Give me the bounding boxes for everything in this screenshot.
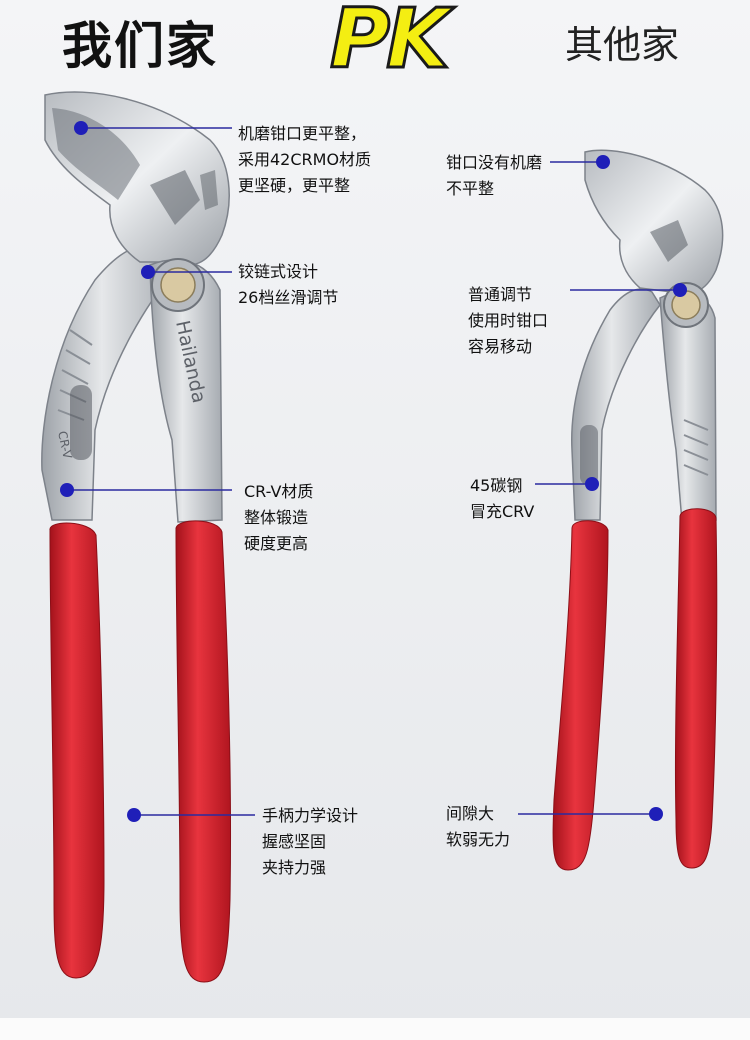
left-pliers-pivot-cap: [160, 267, 196, 303]
callout-line: 握感坚固: [262, 832, 327, 851]
left-pliers: Hailanda CR-V: [41, 91, 232, 983]
callout-right-handle: 间隙大 软弱无力: [446, 801, 510, 853]
left-pliers-jaw-face: [52, 108, 140, 200]
left-pliers-steel-engraving: CR-V: [55, 430, 75, 461]
title-our-brand: 我们家: [62, 17, 218, 75]
callout-right-adjust: 普通调节 使用时钳口 容易移动: [468, 282, 548, 360]
callout-right-jaw: 钳口没有机磨 不平整: [446, 150, 542, 202]
callout-line: 普通调节: [468, 285, 533, 304]
title-pk: PK: [329, 0, 452, 89]
right-pliers-window: [650, 220, 688, 262]
right-pliers-right-handle: [674, 508, 718, 869]
callout-dot-left-4: [127, 808, 141, 822]
right-pliers-grip-ridges: [683, 419, 709, 476]
callout-line: 采用42CRMO材质: [238, 150, 372, 169]
left-pliers-left-handle: [49, 522, 105, 979]
callout-line: CR-V材质: [244, 482, 314, 501]
right-pliers-left-handle: [552, 520, 609, 871]
callout-line: 软弱无力: [446, 830, 511, 849]
callout-left-handle: 手柄力学设计 握感坚固 夹持力强: [262, 803, 358, 881]
callout-dot-right-3: [585, 477, 599, 491]
callout-line: 整体锻造: [244, 508, 309, 527]
callout-line: 铰链式设计: [238, 262, 319, 281]
callout-line: 容易移动: [468, 337, 533, 356]
callout-line: 45碳钢: [470, 476, 523, 495]
left-pliers-window-2: [200, 170, 218, 210]
callout-dot-left-1: [74, 121, 88, 135]
callout-line: 机磨钳口更平整，: [238, 124, 367, 143]
left-pliers-adjust-slot: [70, 385, 92, 460]
callout-dot-right-2: [673, 283, 687, 297]
callout-dot-right-4: [649, 807, 663, 821]
callout-line: 手柄力学设计: [262, 806, 359, 825]
right-pliers-upper-jaw: [584, 149, 724, 295]
callout-markers: [60, 121, 687, 822]
callout-line: 使用时钳口: [468, 311, 549, 330]
title-other-brand: 其他家: [565, 23, 680, 67]
callout-line: 硬度更高: [244, 534, 309, 553]
callout-dot-left-3: [60, 483, 74, 497]
left-pliers-right-handle: [175, 520, 232, 983]
callout-line: 26档丝滑调节: [238, 288, 339, 307]
callout-left-jaw: 机磨钳口更平整， 采用42CRMO材质 更坚硬，更平整: [238, 121, 371, 199]
callout-left-material: CR-V材质 整体锻造 硬度更高: [244, 479, 313, 557]
left-pliers-window-1: [150, 170, 200, 225]
right-pliers-slot: [580, 425, 598, 485]
right-pliers-lower-arm: [571, 288, 661, 521]
callout-line: 钳口没有机磨: [446, 153, 543, 172]
callout-dot-right-1: [596, 155, 610, 169]
right-pliers: [552, 149, 724, 871]
callout-line: 夹持力强: [262, 858, 327, 877]
callout-right-material: 45碳钢 冒充CRV: [470, 473, 534, 525]
callout-dot-left-2: [141, 265, 155, 279]
callout-line: 间隙大: [446, 804, 495, 823]
callout-line: 冒充CRV: [470, 502, 535, 521]
callout-line: 更坚硬，更平整: [238, 176, 351, 195]
callout-line: 不平整: [446, 179, 495, 198]
callout-left-hinge: 铰链式设计 26档丝滑调节: [238, 259, 338, 311]
bottom-strip: [0, 1018, 750, 1040]
